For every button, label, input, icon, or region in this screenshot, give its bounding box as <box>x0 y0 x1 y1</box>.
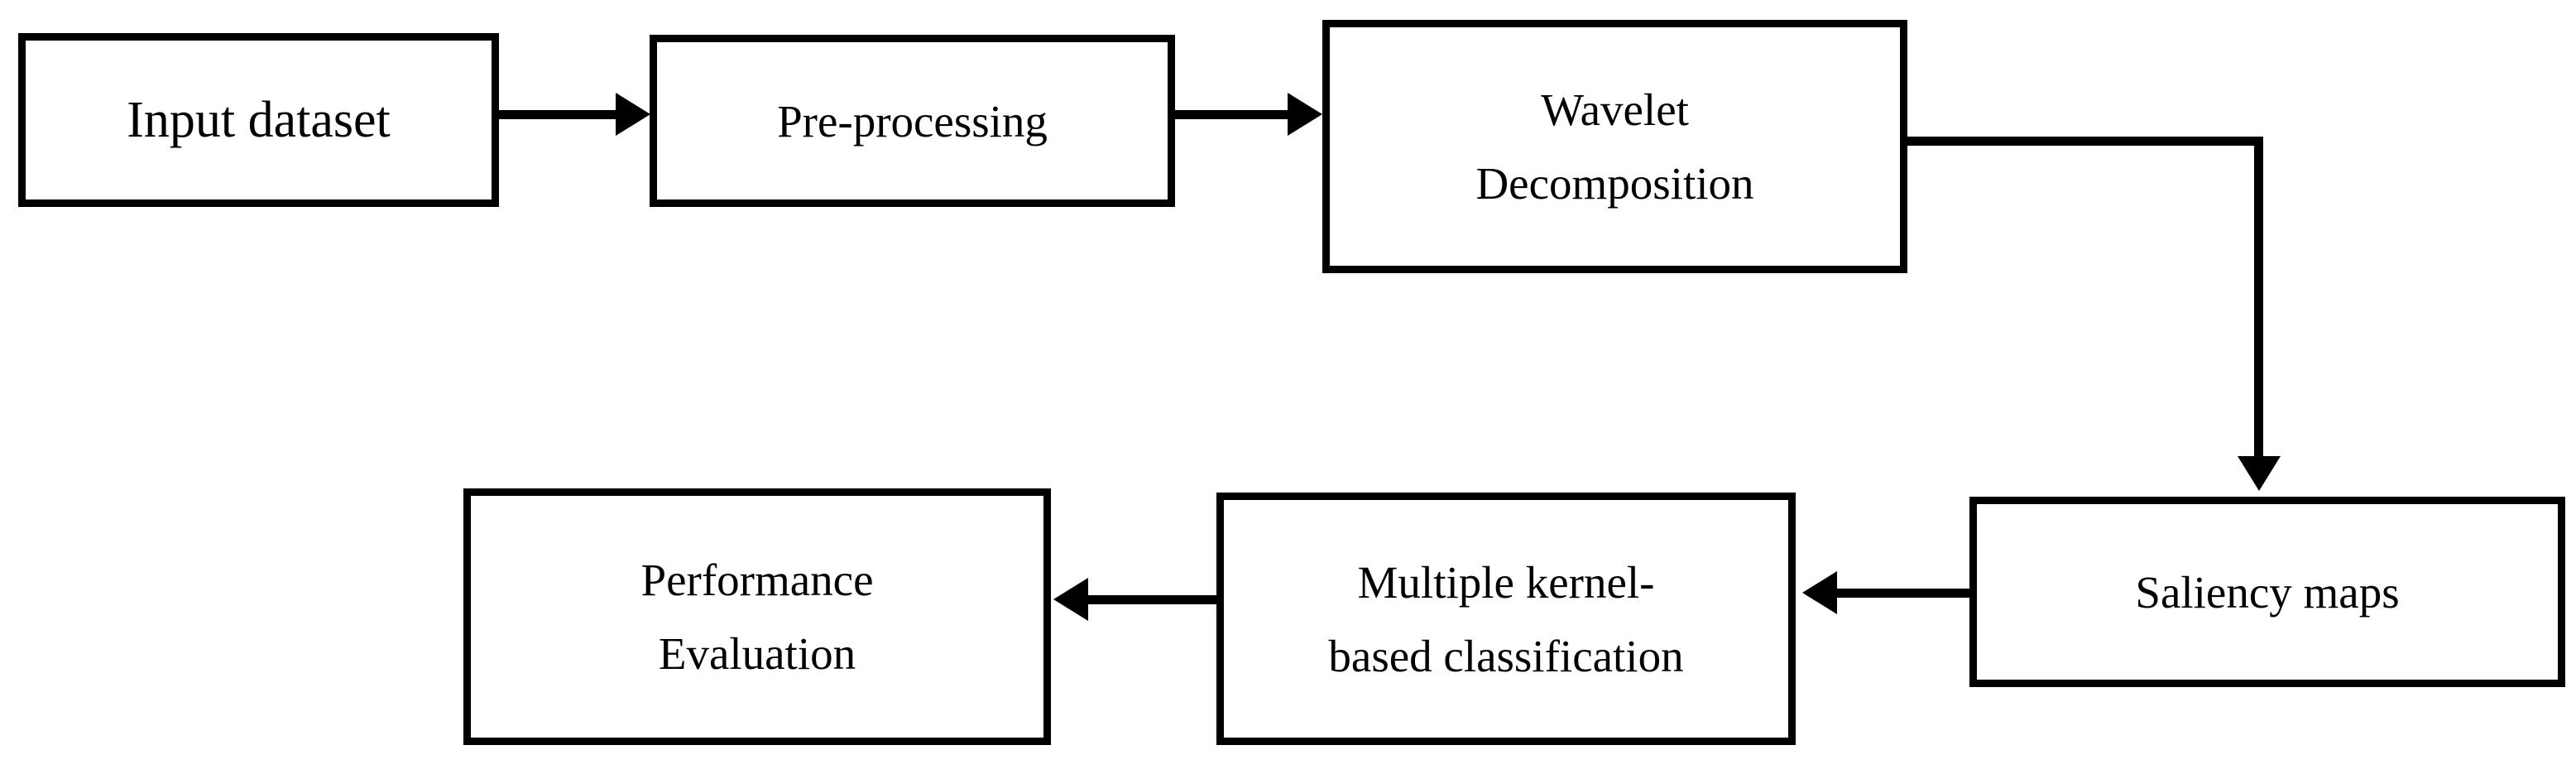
edge-wavelet-to-saliency-horizontal <box>1903 137 2263 146</box>
node-label-line: Decomposition <box>1475 158 1754 209</box>
edge-pre-processing-to-wavelet-shaft <box>1175 110 1291 119</box>
arrow-right-icon <box>1288 93 1322 136</box>
node-input-dataset[interactable]: Input dataset <box>18 33 499 207</box>
arrow-left-icon <box>1802 571 1837 614</box>
node-label-line: Wavelet <box>1541 84 1689 135</box>
node-saliency-maps[interactable]: Saliency maps <box>1969 497 2565 687</box>
node-multiple-kernel-classification[interactable]: Multiple kernel- based classification <box>1216 493 1796 745</box>
node-wavelet-decomposition[interactable]: Wavelet Decomposition <box>1322 20 1907 273</box>
edge-multiple-kernel-to-performance-shaft <box>1088 595 1221 604</box>
node-label-line: Saliency maps <box>2135 566 2400 618</box>
arrow-right-icon <box>616 93 650 136</box>
edge-input-dataset-to-pre-processing-shaft <box>499 110 619 119</box>
arrow-down-icon <box>2238 456 2281 491</box>
node-label-line: Input dataset <box>127 92 391 148</box>
edge-wavelet-to-saliency-vertical <box>2254 137 2263 459</box>
node-label-line: Multiple kernel- <box>1357 556 1655 608</box>
node-label-line: Evaluation <box>658 628 856 679</box>
node-pre-processing[interactable]: Pre-processing <box>650 35 1175 207</box>
node-label-line: based classification <box>1328 630 1684 681</box>
node-performance-evaluation[interactable]: Performance Evaluation <box>463 488 1051 745</box>
edge-saliency-to-multiple-kernel-shaft <box>1837 589 1974 598</box>
arrow-left-icon <box>1053 578 1088 621</box>
node-label-line: Performance <box>640 555 874 605</box>
node-label-line: Pre-processing <box>777 95 1048 147</box>
